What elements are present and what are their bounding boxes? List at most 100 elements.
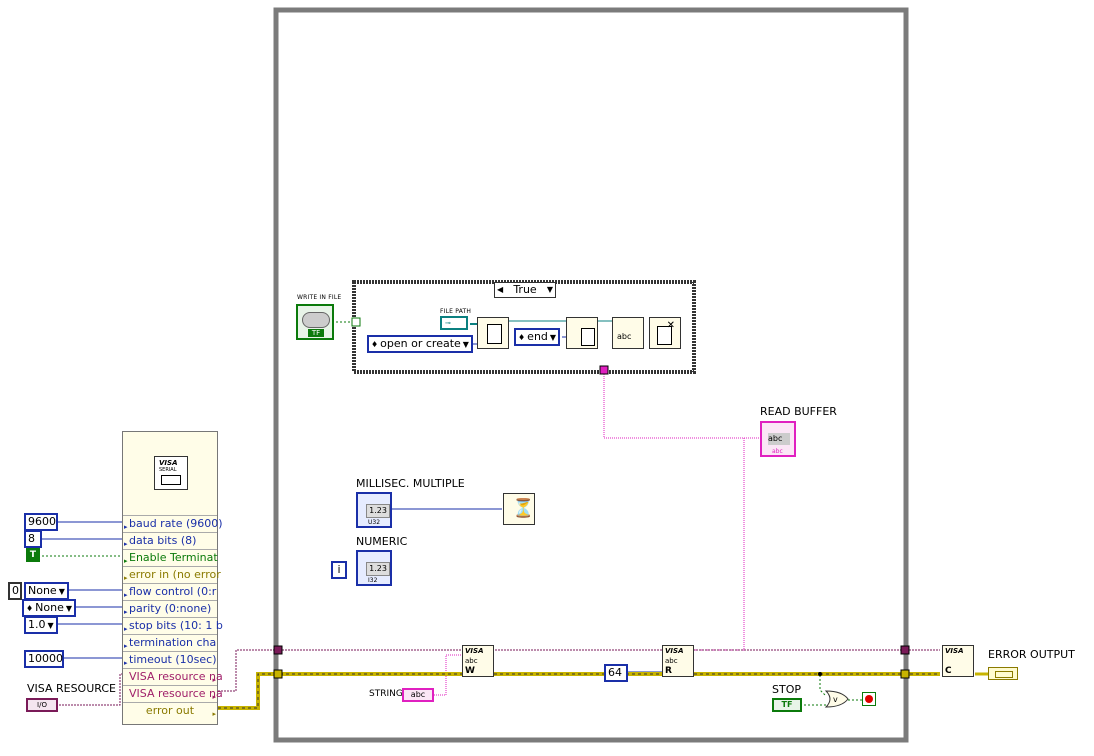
millisec-multiple-control[interactable]: 1.23 U32: [356, 492, 392, 528]
case-prev-icon[interactable]: ◀: [497, 285, 504, 294]
tunnel-visa-in: [273, 645, 283, 655]
stop-sign-icon: [865, 695, 873, 703]
terminal-arrow-icon: ▸: [124, 608, 128, 616]
property-row[interactable]: ▸stop bits (10: 1 b: [123, 617, 223, 633]
property-row[interactable]: ▸ error out: [123, 702, 217, 718]
case-selector[interactable]: ◀ True ▼: [494, 282, 556, 298]
zero-constant[interactable]: 0: [8, 582, 22, 600]
property-row[interactable]: ▸parity (0:none): [123, 600, 217, 616]
property-row-label: flow control (0:r: [129, 585, 217, 598]
terminal-arrow-icon: ▸: [124, 523, 128, 531]
flow-control-enum[interactable]: None▼: [24, 582, 69, 600]
tunnel-error-out: [900, 669, 910, 679]
property-row[interactable]: ▸Enable Terminat: [123, 549, 218, 565]
string-control[interactable]: abc: [402, 688, 434, 702]
open-or-create-enum[interactable]: ♦open or create▼: [367, 335, 473, 353]
wait-ms-multiple-node[interactable]: ⏳: [503, 493, 535, 525]
property-row-label: termination cha: [129, 636, 217, 649]
file-path-constant[interactable]: ⊸: [440, 316, 468, 330]
baud-rate-constant[interactable]: 9600: [24, 513, 58, 531]
tunnel-error-in: [273, 669, 283, 679]
dropdown-icon: ▼: [462, 340, 469, 349]
case-selector-terminal: [351, 317, 361, 327]
numeric-indicator[interactable]: 1.23 I32: [356, 550, 392, 586]
cluster-icon: [995, 671, 1013, 678]
loop-condition-terminal: [862, 692, 876, 706]
read-count-constant[interactable]: 64: [604, 664, 628, 682]
svg-text:v: v: [833, 695, 838, 704]
visa-configure-serial-port-node[interactable]: VISA SERIAL ▸baud rate (9600)▸data bits …: [122, 431, 223, 725]
property-row-label: error in (no error: [129, 568, 221, 581]
property-row[interactable]: ▸timeout (10sec): [123, 651, 217, 667]
visa-resource-control[interactable]: I/O: [26, 698, 58, 712]
parity-enum[interactable]: ♦None▼: [22, 599, 77, 617]
write-in-file-control[interactable]: TF: [296, 304, 334, 340]
property-row-label: VISA resource na: [129, 670, 223, 683]
numeric-label: NUMERIC: [356, 535, 408, 548]
tunnel-visa-out: [900, 645, 910, 655]
dropdown-icon: ▼: [47, 621, 54, 630]
write-text-file-node[interactable]: abc: [612, 317, 644, 349]
updown-icon: ♦: [26, 604, 34, 613]
dropdown-icon: ▼: [549, 333, 557, 342]
property-row-label: Enable Terminat: [129, 551, 218, 564]
visa-close-node[interactable]: VISA C: [942, 645, 974, 677]
millisec-multiple-label: MILLISEC. MULTIPLE: [356, 477, 465, 490]
terminal-arrow-icon: ▸: [212, 676, 216, 684]
updown-icon: ♦: [518, 333, 526, 342]
visa-write-node[interactable]: VISA abc W: [462, 645, 494, 677]
stop-bits-enum[interactable]: 1.0▼: [24, 616, 58, 634]
error-output-indicator[interactable]: [988, 667, 1018, 680]
iteration-terminal: i: [331, 561, 347, 579]
property-row[interactable]: ▸termination cha: [123, 634, 217, 650]
or-gate-icon: v: [824, 690, 849, 708]
close-file-node[interactable]: ✕: [649, 317, 681, 349]
case-selector-value: True: [513, 283, 537, 296]
visa-serial-icon: VISA SERIAL: [154, 456, 188, 490]
property-row[interactable]: ▸VISA resource na: [123, 685, 223, 701]
tunnel-string-case: [599, 365, 609, 375]
visa-read-node[interactable]: VISA abc R: [662, 645, 694, 677]
write-in-file-label: WRITE IN FILE: [297, 294, 342, 301]
enable-termination-constant[interactable]: T: [26, 548, 40, 562]
file-position-icon: [581, 328, 595, 346]
data-bits-constant[interactable]: 8: [24, 530, 42, 548]
property-row-label: error out: [145, 704, 195, 717]
property-row-label: parity (0:none): [129, 602, 212, 615]
property-row[interactable]: ▸error in (no error: [123, 566, 221, 582]
terminal-arrow-icon: ▸: [212, 693, 216, 701]
end-enum[interactable]: ♦end▼: [514, 328, 561, 346]
stop-control[interactable]: TF: [772, 698, 802, 712]
property-row[interactable]: ▸data bits (8): [123, 532, 217, 548]
timeout-constant[interactable]: 10000: [24, 650, 64, 668]
stop-label: STOP: [772, 683, 801, 696]
set-file-position-node[interactable]: [566, 317, 598, 349]
property-row-label: data bits (8): [129, 534, 197, 547]
property-row[interactable]: ▸baud rate (9600): [123, 515, 223, 531]
property-row-label: stop bits (10: 1 b: [129, 619, 223, 632]
terminal-arrow-icon: ▸: [124, 540, 128, 548]
read-buffer-label: READ BUFFER: [760, 405, 837, 418]
error-output-label: ERROR OUTPUT: [988, 648, 1075, 661]
updown-icon: ♦: [371, 340, 379, 349]
case-dropdown-icon[interactable]: ▼: [546, 285, 553, 294]
dropdown-icon: ▼: [65, 604, 73, 613]
property-row[interactable]: ▸flow control (0:r: [123, 583, 217, 599]
open-file-node[interactable]: [477, 317, 509, 349]
visa-resource-label: VISA RESOURCE: [27, 682, 116, 695]
dropdown-icon: ▼: [58, 587, 65, 596]
toggle-icon: [302, 312, 330, 328]
property-row-label: timeout (10sec): [129, 653, 217, 666]
terminal-arrow-icon: ▸: [124, 557, 128, 565]
terminal-arrow-icon: ▸: [212, 710, 216, 718]
terminal-arrow-icon: ▸: [124, 574, 128, 582]
property-row-label: baud rate (9600): [129, 517, 223, 530]
file-path-label: FILE PATH: [440, 308, 472, 315]
while-loop-frame: [273, 7, 909, 743]
terminal-arrow-icon: ▸: [124, 591, 128, 599]
property-row-label: VISA resource na: [129, 687, 223, 700]
string-label: STRING: [369, 689, 403, 699]
property-row[interactable]: ▸VISA resource na: [123, 668, 223, 684]
read-buffer-abc: abc: [768, 433, 790, 445]
read-buffer-indicator[interactable]: abc abc: [760, 421, 796, 457]
